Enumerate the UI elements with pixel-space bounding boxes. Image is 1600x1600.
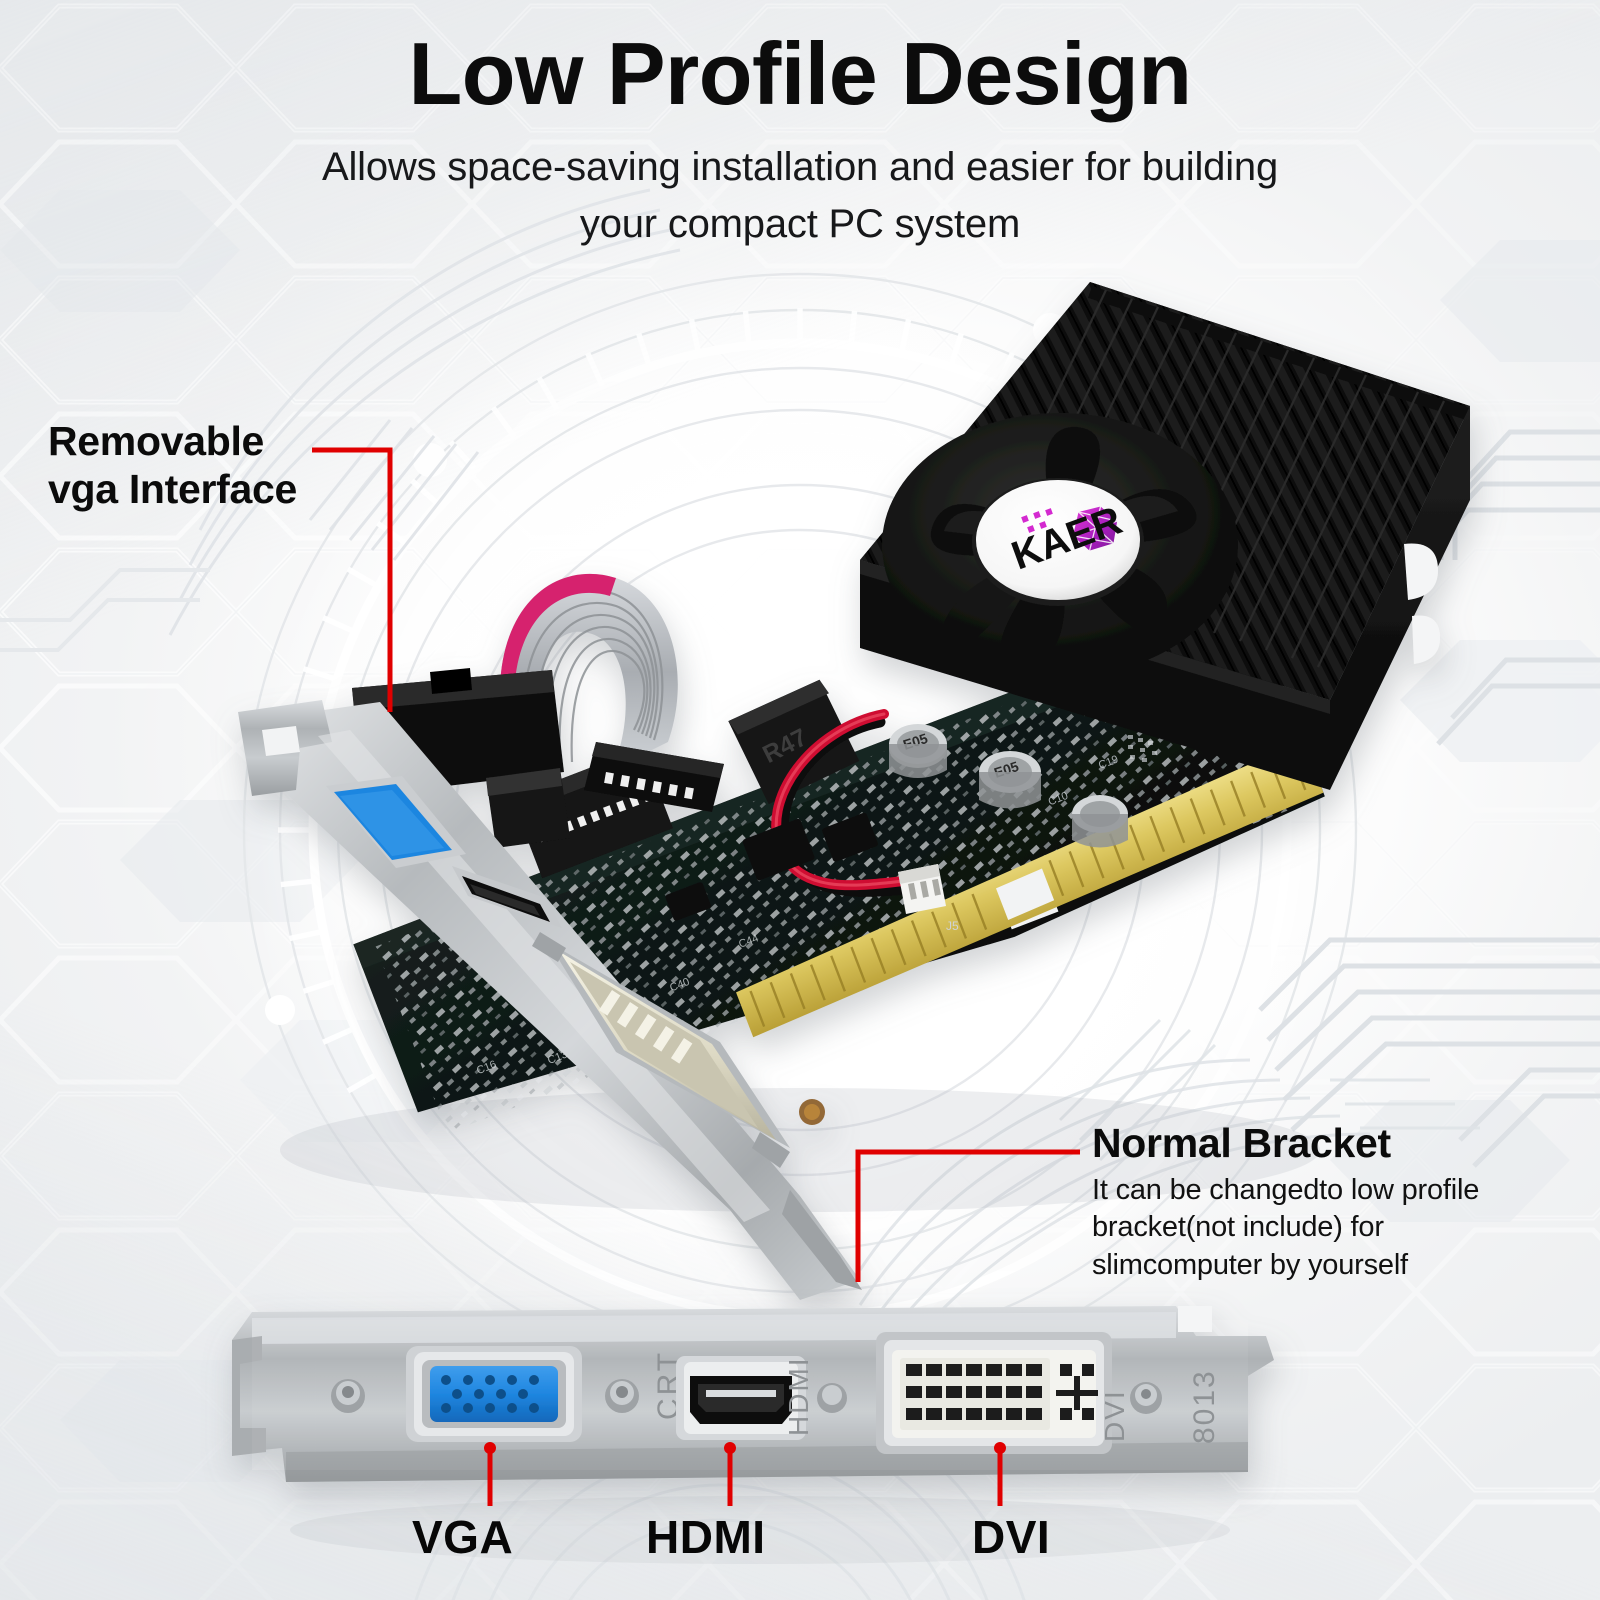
- callout-removable-vga: Removable vga Interface: [48, 418, 297, 513]
- page-title: Low Profile Design: [408, 24, 1192, 123]
- page-subtitle: Allows space-saving installation and eas…: [0, 139, 1600, 253]
- bracket-hdmi-port: [676, 1356, 847, 1440]
- callout-right-line-3: slimcomputer by yourself: [1092, 1248, 1408, 1281]
- callout-left-line-2: vga Interface: [48, 465, 298, 512]
- card-io-bracket: [238, 700, 862, 1300]
- card-hdmi-port: [452, 866, 562, 928]
- subtitle-line-1: Allows space-saving installation and eas…: [321, 145, 1278, 190]
- graphics-card: C16 C13 C40 C44 C10 C19: [238, 282, 1470, 1300]
- bracket-vga-port: [331, 1346, 639, 1442]
- bracket-label-hdmi: HDMI: [783, 1356, 814, 1436]
- callout-normal-bracket-body: It can be changedto low profile bracket(…: [1092, 1172, 1479, 1285]
- subtitle-line-2: your compact PC system: [579, 201, 1021, 246]
- callout-right-line-1: It can be changedto low profile: [1092, 1173, 1480, 1206]
- port-label-hdmi: HDMI: [646, 1511, 766, 1563]
- header-block: Low Profile Design Allows space-saving i…: [0, 26, 1600, 253]
- inductor-r47: R47: [728, 679, 860, 805]
- normal-bracket-standalone: CRT HDMI: [232, 1306, 1274, 1482]
- callout-right-line-2: bracket(not include) for: [1092, 1211, 1384, 1244]
- bracket-shadow: [290, 1496, 1230, 1564]
- brand-logo-gem: [1072, 506, 1118, 551]
- callout-normal-bracket-heading: Normal Bracket: [1092, 1120, 1391, 1166]
- callout-normal-bracket: Normal Bracket It can be changedto low p…: [1092, 1120, 1479, 1285]
- vga-ribbon-cable: [499, 573, 724, 812]
- callout-left-line-1: Removable: [48, 418, 265, 464]
- bracket-label-model-code: 8013: [1188, 1369, 1221, 1444]
- bracket-label-dvi: DVI: [1099, 1389, 1130, 1442]
- port-label-dvi: DVI: [972, 1511, 1051, 1563]
- fan-connector-j5: J5: [898, 864, 959, 933]
- callout-removable-vga-heading: Removable vga Interface: [48, 418, 297, 513]
- port-label-vga: VGA: [412, 1511, 514, 1563]
- svg-text:J5: J5: [946, 919, 959, 933]
- cooling-fan: KAER: [882, 413, 1238, 677]
- card-dvi-port: [532, 932, 790, 1168]
- card-vga-port: [326, 776, 466, 868]
- bracket-dvi-port: [876, 1332, 1162, 1454]
- capacitors: E05 E05: [889, 724, 1128, 848]
- brand-logo-dots: [1021, 508, 1053, 533]
